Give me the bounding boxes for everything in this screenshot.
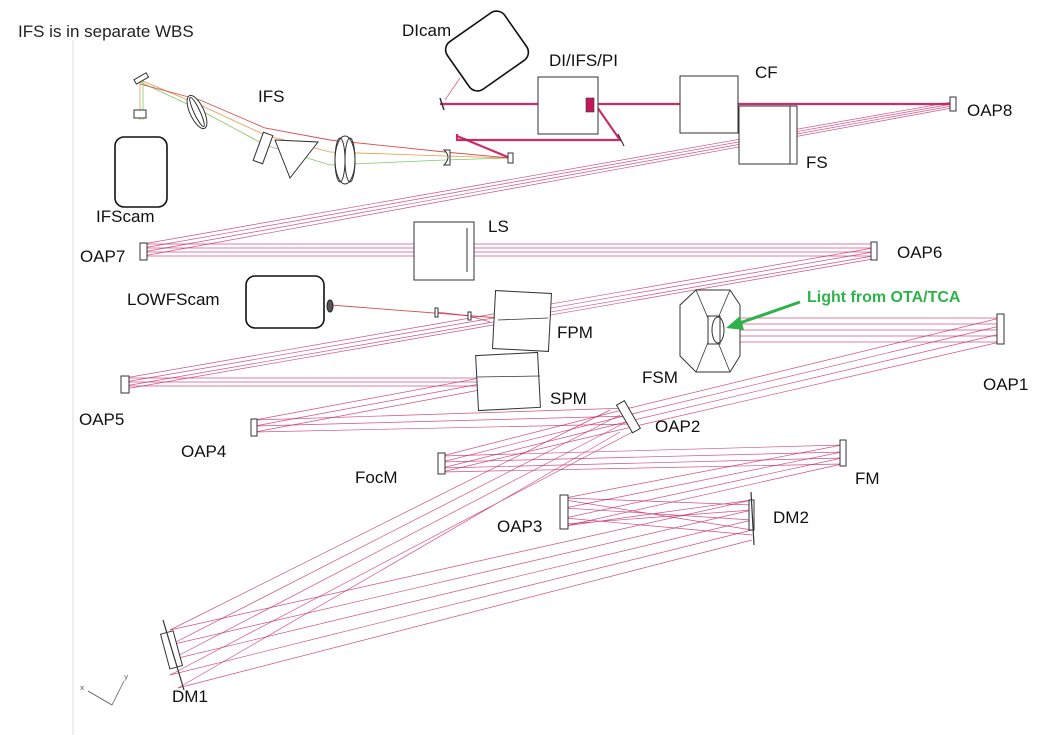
fsm-assembly xyxy=(679,289,741,373)
label-ifscam: IFScam xyxy=(96,207,155,226)
label-di-ifs-pi: DI/IFS/PI xyxy=(549,51,618,70)
spm-box xyxy=(475,351,541,412)
label-oap4: OAP4 xyxy=(181,442,226,461)
ls-box xyxy=(413,221,475,281)
callout-arrow xyxy=(726,300,801,330)
axis-x-label: x xyxy=(80,684,84,692)
label-fpm: FPM xyxy=(557,323,593,342)
fs-box xyxy=(738,105,798,165)
label-dm2: DM2 xyxy=(773,508,809,527)
di-pickoff-element xyxy=(585,97,595,113)
callout-light-from-ota: Light from OTA/TCA xyxy=(807,289,961,306)
oap8-mirror xyxy=(949,96,957,112)
dm2-mirror xyxy=(748,491,755,546)
label-lowfscam: LOWFScam xyxy=(127,290,220,309)
label-fsm: FSM xyxy=(642,368,678,387)
beam-paths xyxy=(124,77,1001,689)
dm1-mirror xyxy=(159,619,185,691)
label-ls: LS xyxy=(488,217,509,236)
ifscam-camera xyxy=(114,136,168,208)
focm-mirror xyxy=(437,452,446,475)
label-dicam: DIcam xyxy=(402,21,451,40)
axis-y-label: y xyxy=(124,673,128,681)
label-dm1: DM1 xyxy=(172,687,208,706)
ifs-components xyxy=(133,72,514,185)
wbs-note: IFS is in separate WBS xyxy=(18,22,194,41)
label-oap6: OAP6 xyxy=(897,243,942,262)
label-fm: FM xyxy=(855,469,880,488)
oap1-mirror xyxy=(996,313,1005,345)
lowfs-lens xyxy=(326,299,334,313)
oap7-mirror xyxy=(139,242,148,261)
label-oap7: OAP7 xyxy=(80,247,125,266)
label-oap2: OAP2 xyxy=(655,417,700,436)
label-focm: FocM xyxy=(355,468,398,487)
label-cf: CF xyxy=(755,63,778,82)
oap2-mirror xyxy=(615,399,642,434)
oap6-mirror xyxy=(870,241,878,261)
label-spm: SPM xyxy=(550,389,587,408)
axes-triad: x y xyxy=(80,673,128,706)
fm-mirror xyxy=(839,439,847,467)
label-oap5: OAP5 xyxy=(79,410,124,429)
label-oap1: OAP1 xyxy=(983,375,1028,394)
dicam-camera xyxy=(444,10,530,92)
oap4-mirror xyxy=(250,418,258,437)
label-oap8: OAP8 xyxy=(967,101,1012,120)
label-oap3: OAP3 xyxy=(497,517,542,536)
cf-box xyxy=(679,75,739,134)
lowfscam-camera xyxy=(245,275,325,329)
oap5-mirror xyxy=(120,375,130,394)
oap3-mirror xyxy=(559,494,569,530)
fpm-box xyxy=(491,290,553,352)
label-ifs: IFS xyxy=(258,87,284,106)
label-fs: FS xyxy=(806,153,828,172)
